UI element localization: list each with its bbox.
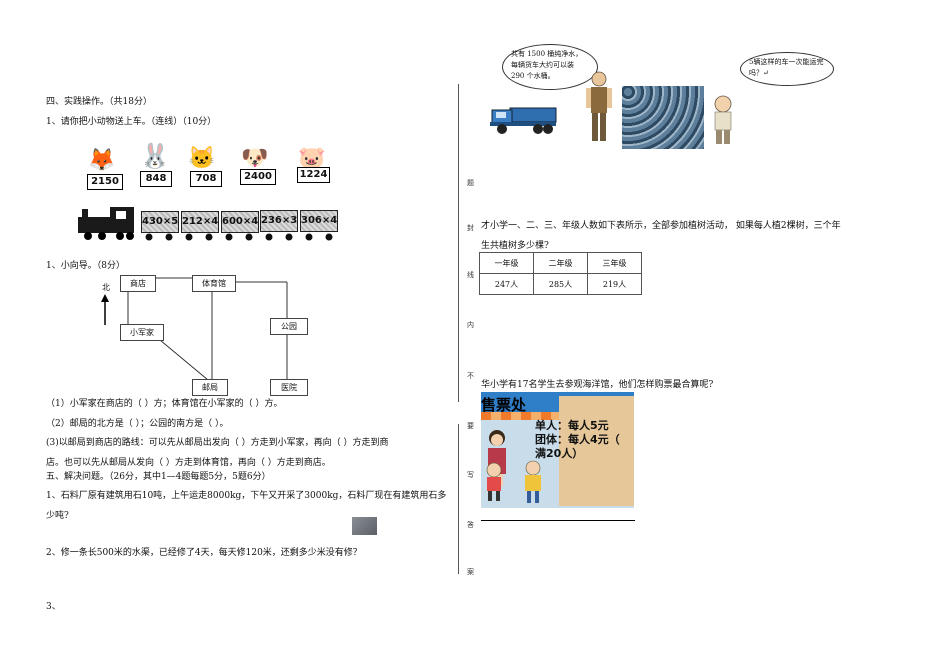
pig-icon: 🐷: [298, 146, 326, 171]
ticket-price-single: 单人：每人5元: [535, 419, 609, 432]
fill-question-3b: 店。也可以先从邮局从发向（ ）方走到体育馆，再向（ ）方走到商店。: [46, 458, 331, 468]
binding-line-bottom: [458, 424, 459, 574]
animal-number-4[interactable]: 2400: [240, 169, 276, 185]
binding-char: 要: [467, 422, 474, 430]
train-car-2[interactable]: 212×4: [181, 211, 219, 233]
fill-question-1: （1）小军家在商店的（ ）方；体育馆在小军家的（ ）方。: [46, 399, 283, 409]
stone-image: [352, 517, 377, 535]
map-hospital: 医院: [270, 379, 308, 396]
binding-char: 题: [467, 179, 474, 187]
rabbit-icon: 🐰: [140, 142, 170, 170]
animal-number-2[interactable]: 848: [140, 171, 172, 187]
binding-char: 写: [467, 471, 474, 479]
ticket-price-group-1: 团体：每人4元（: [535, 433, 620, 446]
speech-bubble-right: 5辆这样的车一次能运完吗？↵: [740, 52, 834, 86]
animal-number-1[interactable]: 2150: [87, 174, 123, 190]
train-wheels: [141, 233, 337, 241]
man-figure-icon: [583, 70, 615, 146]
map-post-office: 邮局: [192, 379, 228, 396]
table-header: 三年级: [587, 252, 642, 274]
map-home: 小军家: [120, 324, 164, 341]
problem-1-line2: 少吨?: [46, 511, 69, 521]
question-4-line1: 才小学一、二、三、年级人数如下表所示，全部参加植树活动， 如果每人植2棵树，三个…: [481, 221, 841, 231]
table-header: 一年级: [479, 252, 534, 274]
boy-figure-icon: [708, 94, 738, 146]
child-figure-icon-1: [483, 462, 505, 502]
ticket-price-group-2: 满20人）: [535, 447, 584, 460]
table-header-row: 一年级 二年级 三年级: [479, 252, 642, 274]
animal-number-3[interactable]: 708: [190, 171, 222, 187]
binding-char: 线: [467, 271, 474, 279]
dog-icon: 🐶: [241, 146, 269, 171]
table-header: 二年级: [533, 252, 588, 274]
ticket-baseline: [481, 520, 635, 521]
problem-1-line1: 1、石料厂原有建筑用石10吨，上午运走8000kg，下午又开采了3000kg，石…: [46, 491, 447, 501]
ticket-ground: [481, 508, 634, 520]
locomotive-icon: [76, 205, 138, 241]
train-car-4[interactable]: 236×3: [260, 210, 298, 232]
table-cell: 247人: [479, 273, 534, 295]
animal-number-5[interactable]: 1224: [297, 167, 330, 183]
map-shop: 商店: [120, 275, 156, 292]
fill-question-2: （2）邮局的北方是（ ）；公园的南方是（ ）。: [46, 419, 229, 429]
binding-char: 封: [467, 224, 474, 232]
section4-title: 四、实践操作。（共18分）: [46, 97, 152, 107]
binding-char: 案: [467, 568, 474, 576]
fox-icon: 🦊: [88, 148, 116, 173]
problem-3: 3、: [46, 602, 61, 612]
map-lines: [101, 277, 288, 381]
train-car-1[interactable]: 430×5: [141, 211, 179, 233]
section5-title: 五、解决问题。（26分，其中1—4题每题5分，5题6分）: [46, 472, 271, 482]
grade-table: 一年级 二年级 三年级 247人 285人 219人: [479, 252, 642, 295]
ticket-wall: [559, 396, 634, 506]
table-cell: 285人: [533, 273, 588, 295]
train-car-5[interactable]: 306×4: [300, 210, 338, 232]
question-animals-train: 1、请你把小动物送上车。（连线）（10分）: [46, 117, 217, 127]
truck-icon: [488, 98, 560, 138]
question-5: 华小学有17名学生去参观海洋馆，他们怎样购票最合算呢?: [481, 380, 714, 390]
binding-char: 不: [467, 372, 474, 380]
ticket-office-title: 售票处: [481, 396, 527, 414]
binding-line-top: [458, 84, 459, 402]
train-car-3[interactable]: 600×4: [221, 211, 259, 233]
table-row: 247人 285人 219人: [479, 273, 642, 295]
ticket-stripe: [481, 412, 634, 420]
fill-question-3a: (3)以邮局到商店的路线：可以先从邮局出发向（ ）方走到小军家，再向（ ）方走到…: [46, 438, 389, 448]
binding-char: 内: [467, 321, 474, 329]
map-park: 公园: [270, 318, 308, 335]
question-guide: 1、小向导。（8分）: [46, 261, 125, 271]
problem-2: 2、修一条长500米的水渠，已经修了4天，每天修120米，还剩多少米没有修？: [46, 548, 362, 558]
cat-icon: 🐱: [188, 146, 216, 171]
question-4-line2: 生共植树多少棵?: [481, 241, 549, 251]
map-stadium: 体育馆: [192, 275, 236, 292]
table-cell: 219人: [587, 273, 642, 295]
ticket-office-image: 售票处 单人：每人5元 团体：每人4元（ 满20人）: [481, 392, 634, 520]
north-label: 北: [102, 283, 110, 292]
binding-char: 答: [467, 521, 474, 529]
speech-bubble-left: 共有 1500 桶纯净水，每辆货车大约可以装 290 个水桶。: [502, 44, 598, 90]
water-bottles-photo: [622, 86, 704, 149]
child-figure-icon-2: [521, 460, 545, 504]
